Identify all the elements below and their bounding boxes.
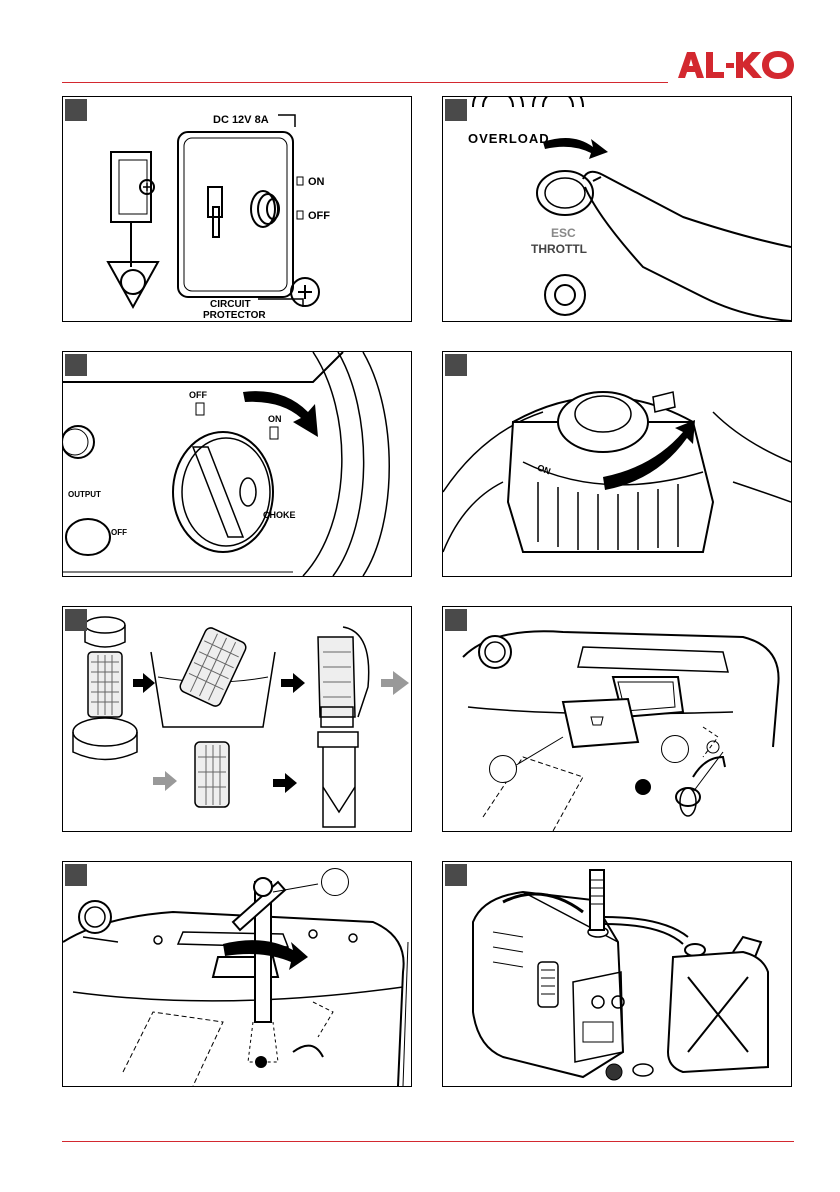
callout-circle	[321, 868, 349, 896]
callout-circle	[489, 755, 517, 783]
figure-number-badge	[65, 99, 87, 121]
off-label: OFF	[308, 210, 330, 222]
header-rule	[62, 82, 668, 83]
figure-5-panel	[62, 606, 412, 832]
protector-label: PROTECTOR	[203, 310, 266, 321]
figure-number-badge	[65, 354, 87, 376]
output-off-label: OFF	[111, 528, 127, 537]
figure-number-badge	[445, 864, 467, 886]
figure-number-badge	[445, 354, 467, 376]
output-label: OUTPUT	[68, 490, 101, 499]
figure-3-panel: OFF ON CHOKE OUTPUT OFF	[62, 351, 412, 577]
circuit-label: CIRCUIT	[210, 299, 251, 310]
choke-off-label: OFF	[189, 390, 207, 400]
choke-label: CHOKE	[263, 510, 296, 520]
figure-1-panel: DC 12V 8A ON OFF CIRCUIT PROTECTOR	[62, 96, 412, 322]
figure-7-panel	[62, 861, 412, 1087]
footer-rule	[62, 1141, 794, 1142]
figure-6-panel	[442, 606, 792, 832]
on-label: ON	[308, 176, 325, 188]
overload-label: OVERLOAD	[468, 131, 550, 146]
callout-circle	[661, 735, 689, 763]
esc-label: ESC	[551, 226, 576, 240]
figure-number-badge	[445, 99, 467, 121]
dc-12v-label: DC 12V 8A	[213, 114, 269, 126]
figure-4-panel: ON	[442, 351, 792, 577]
choke-on-label: ON	[268, 414, 282, 424]
figure-number-badge	[65, 864, 87, 886]
figure-8-panel	[442, 861, 792, 1087]
throttle-label: THROTTL	[531, 242, 587, 256]
figure-2-panel: OVERLOAD ESC THROTTL	[442, 96, 792, 322]
figure-number-badge	[445, 609, 467, 631]
al-ko-logo	[676, 50, 796, 80]
figure-number-badge	[65, 609, 87, 631]
